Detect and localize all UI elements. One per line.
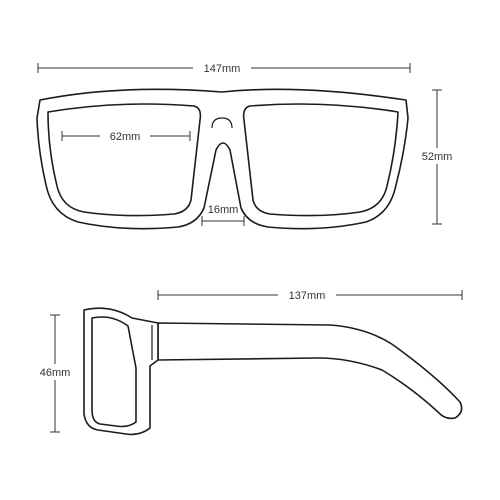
lens-width-label: 62mm	[110, 131, 141, 143]
side-lens	[91, 316, 137, 428]
lens-height-dimension: 52mm	[410, 89, 462, 225]
temple-arm	[157, 322, 463, 420]
front-frame	[36, 88, 409, 230]
left-lens	[47, 103, 202, 217]
bridge-width-dimension: 16mm	[201, 204, 245, 226]
frame-height-label: 46mm	[40, 367, 71, 379]
right-lens	[242, 103, 399, 217]
lens-height-label: 52mm	[422, 151, 453, 163]
temple-length-dimension: 137mm	[157, 287, 463, 303]
total-width-dimension: 147mm	[37, 60, 411, 76]
nose-bridge	[211, 117, 233, 129]
lens-width-dimension: 62mm	[61, 128, 191, 144]
temple-length-label: 137mm	[289, 290, 326, 302]
total-width-label: 147mm	[204, 63, 241, 75]
bridge-width-label: 16mm	[208, 204, 239, 216]
side-frame	[83, 307, 463, 436]
frame-height-dimension: 46mm	[28, 314, 82, 433]
